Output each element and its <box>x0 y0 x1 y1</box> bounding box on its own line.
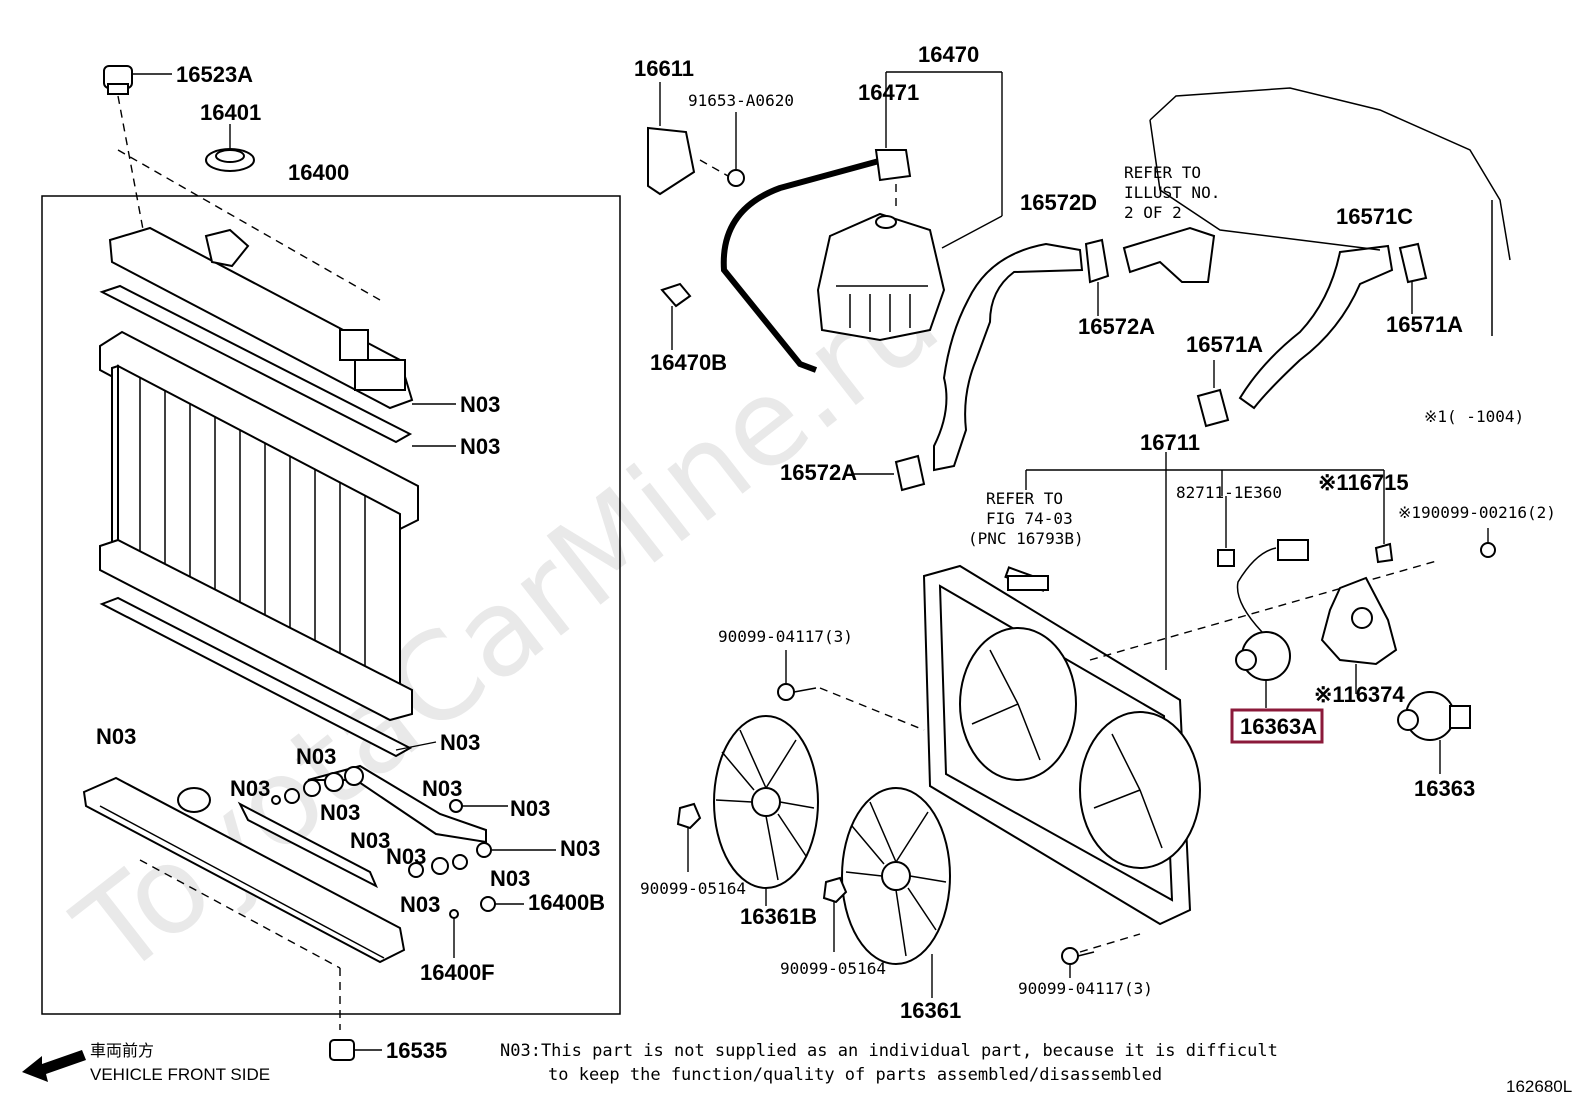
label-n03: N03 <box>560 836 600 861</box>
lower-hose-icon <box>1238 244 1394 410</box>
bolt-icon <box>727 169 745 187</box>
label-90099-00216: ※190099-00216(2) <box>1398 503 1556 522</box>
label-16611: 16611 <box>634 56 694 81</box>
bolt-90099-04117-bottom-icon <box>1061 947 1095 965</box>
label-16571A: 16571A <box>1386 312 1463 337</box>
label-n03: N03 <box>230 776 270 801</box>
label-16361B: 16361B <box>740 904 817 929</box>
n03-note-line1: N03:This part is not supplied as an indi… <box>500 1041 1278 1061</box>
label-16363A: 16363A <box>1240 714 1317 739</box>
radiator-assembly-box <box>41 195 621 1015</box>
label-16535: 16535 <box>386 1038 447 1063</box>
label-16401: 16401 <box>200 100 261 125</box>
refer-fig-line3: (PNC 16793B) <box>968 529 1084 548</box>
label-16400: 16400 <box>288 160 349 185</box>
label-16374: ※116374 <box>1314 682 1405 707</box>
label-n03: N03 <box>460 392 500 417</box>
label-16361: 16361 <box>900 998 961 1023</box>
label-90099-05164-mid: 90099-05164 <box>780 959 886 978</box>
label-16523A: 16523A <box>176 62 253 87</box>
label-16572A: 16572A <box>780 460 857 485</box>
label-n03: N03 <box>96 724 136 749</box>
drain-plug-icon <box>329 1039 355 1061</box>
lower-gasket-icon <box>99 596 413 758</box>
label-n03: N03 <box>400 892 440 917</box>
radiator-cap-icon <box>205 148 255 172</box>
reservoir-cap-icon <box>874 149 912 182</box>
vehicle-front-jp: 車両前方 <box>90 1041 154 1060</box>
refer-illust-line1: REFER TO <box>1124 163 1201 182</box>
nut-90099-05164-mid-icon <box>822 876 848 904</box>
label-n03: N03 <box>440 730 480 755</box>
refer-fig-line2: FIG 74-03 <box>986 509 1073 528</box>
n03-note-line2: to keep the function/quality of parts as… <box>548 1065 1162 1085</box>
vehicle-front-en: VEHICLE FRONT SIDE <box>90 1065 270 1084</box>
label-90099-04117-top: 90099-04117(3) <box>718 627 853 646</box>
hose-clamp-left-icon <box>1196 388 1230 428</box>
label-91653-A0620: 91653-A0620 <box>688 91 794 110</box>
label-16571C: 16571C <box>1336 204 1413 229</box>
label-n03: N03 <box>320 800 360 825</box>
figure-code: 162680L <box>1506 1077 1572 1096</box>
refer-illust-line2: ILLUST NO. <box>1124 183 1220 202</box>
label-16400B: 16400B <box>528 890 605 915</box>
hose-clamp-right-icon <box>1398 242 1428 284</box>
highlighted-part-16363A[interactable]: 16363A <box>1230 708 1324 744</box>
fan-16361-icon <box>841 787 951 965</box>
hose-clamp-bottom-icon <box>894 454 926 492</box>
engine-outline-icon <box>1149 87 1511 336</box>
reservoir-hose-icon <box>720 155 891 373</box>
fan-shroud-icon <box>922 564 1201 926</box>
label-n03: N03 <box>422 776 462 801</box>
vehicle-front-arrow-icon <box>22 1050 86 1082</box>
nut-90099-05164-left-icon <box>676 802 702 830</box>
reservoir-tank-icon <box>816 212 946 342</box>
label-16711: 16711 <box>1140 430 1200 455</box>
label-16571A: 16571A <box>1186 332 1263 357</box>
label-16470: 16470 <box>918 42 979 67</box>
hose-clamp-top-icon <box>1084 238 1110 284</box>
label-82711-1E360: 82711-1E360 <box>1176 483 1282 502</box>
label-16471: 16471 <box>858 80 919 105</box>
label-90099-04117-bottom: 90099-04117(3) <box>1018 979 1153 998</box>
label-16400F: 16400F <box>420 960 495 985</box>
label-90099-05164-left: 90099-05164 <box>640 879 746 898</box>
label-16572A: 16572A <box>1078 314 1155 339</box>
fan-motor-16363-icon <box>1397 691 1471 741</box>
clip-16715-icon <box>1374 542 1394 564</box>
label-n03: N03 <box>460 434 500 459</box>
refer-illust-line3: 2 OF 2 <box>1124 203 1182 222</box>
thermostat-housing-icon <box>1122 226 1216 283</box>
label-16715: ※116715 <box>1318 470 1409 495</box>
lower-tank-icon <box>82 764 487 964</box>
label-n03: N03 <box>350 828 390 853</box>
motor-cover-icon <box>1320 576 1398 666</box>
connector-clip-icon <box>1217 549 1235 567</box>
label-n03: N03 <box>510 796 550 821</box>
bolt-90099-04117-top-icon <box>777 683 817 701</box>
pnc-label-plate-icon <box>1007 575 1049 591</box>
screw-icon <box>1480 542 1496 558</box>
label-n03: N03 <box>296 744 336 769</box>
clip-icon <box>660 282 692 308</box>
upper-tank-icon <box>108 226 414 410</box>
radiator-drain-cap-icon <box>103 65 133 95</box>
label-n03: N03 <box>490 866 530 891</box>
label-16363: 16363 <box>1414 776 1475 801</box>
range-note: ※1( -1004) <box>1424 407 1524 426</box>
upper-hose-icon <box>933 242 1084 472</box>
bracket-icon <box>647 126 696 196</box>
label-n03: N03 <box>386 844 426 869</box>
refer-fig-line1: REFER TO <box>986 489 1063 508</box>
label-16572D: 16572D <box>1020 190 1097 215</box>
radiator-core-icon <box>99 330 419 722</box>
fan-motor-16363A-icon <box>1235 539 1309 681</box>
o-ring-icons <box>271 766 496 919</box>
part-labels: 16523A 16401 16400 N03 N03 N03 N03 N03 N… <box>96 42 1556 1063</box>
fan-16361B-icon <box>713 715 819 889</box>
upper-gasket-icon <box>99 284 413 444</box>
label-16470B: 16470B <box>650 350 727 375</box>
